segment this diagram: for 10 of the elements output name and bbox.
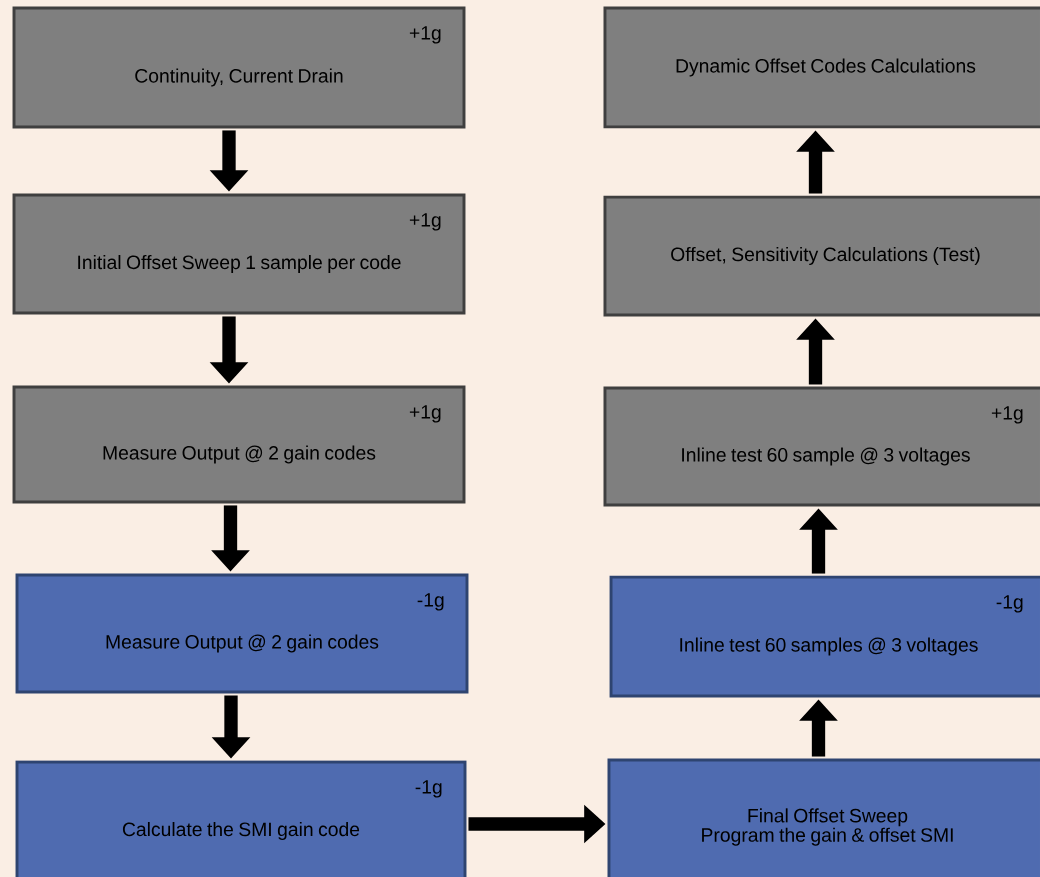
process-box: Dynamic Offset Codes Calculations: [603, 6, 1040, 129]
process-box: Final Offset Sweep Program the gain & offset SMI: [607, 758, 1040, 877]
process-box: Measure Output @ 2 gain codes -1g: [15, 573, 469, 694]
process-box: Inline test 60 samples @ 3 voltages -1g: [609, 575, 1040, 698]
process-box: Continuity, Current Drain +1g: [12, 6, 466, 129]
process-box: Measure Output @ 2 gain codes +1g: [12, 385, 466, 504]
process-box: Inline test 60 sample @ 3 voltages +1g: [603, 386, 1040, 507]
process-box: Calculate the SMI gain code -1g: [15, 760, 467, 877]
process-box: Initial Offset Sweep 1 sample per code +1g: [12, 193, 466, 315]
process-box: Offset, Sensitivity Calculations (Test): [603, 195, 1040, 317]
